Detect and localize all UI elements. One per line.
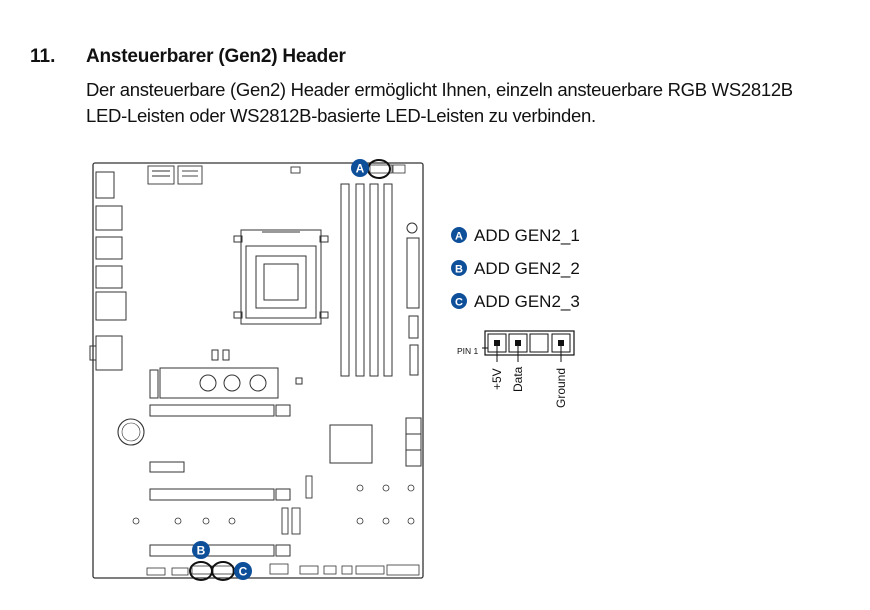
chipset	[329, 424, 373, 464]
small-header	[290, 166, 301, 174]
callout-c-letter: C	[239, 565, 248, 579]
pin1-label: PIN 1	[457, 346, 479, 356]
bottom-headers	[146, 563, 420, 576]
section-number: 11.	[30, 46, 56, 67]
mounting-holes	[132, 484, 415, 525]
round-header	[406, 222, 418, 234]
m2-slot	[149, 349, 303, 399]
legend-c-label: ADD GEN2_3	[474, 292, 580, 311]
pin-label-5v: +5V	[490, 368, 504, 390]
sata-ports	[405, 417, 422, 467]
usb-header	[408, 315, 419, 339]
legend-b: B ADD GEN2_2	[451, 259, 580, 278]
cmos-battery	[117, 418, 145, 446]
atx-power-connector	[406, 237, 420, 309]
board-outline	[92, 162, 424, 579]
callout-b-badge: B	[192, 541, 210, 559]
pin-3	[529, 333, 549, 353]
header-top-row	[369, 164, 406, 174]
m2-slot-2	[281, 507, 289, 535]
legend-c-letter: C	[455, 297, 463, 309]
callout-c-badge: C	[234, 562, 252, 580]
highlight-c	[211, 561, 235, 581]
pin-label-ground: Ground	[554, 368, 568, 408]
pcie-slots	[149, 404, 291, 557]
legend-b-label: ADD GEN2_2	[474, 259, 580, 278]
header-highlights	[189, 159, 391, 581]
callout-a-badge: A	[351, 159, 369, 177]
jumper	[305, 475, 313, 499]
highlight-b	[189, 561, 213, 581]
cpu-power-connector	[147, 165, 203, 185]
legend-c: C ADD GEN2_3	[451, 292, 580, 311]
pin-label-data: Data	[511, 366, 525, 392]
dimm-slots	[340, 183, 393, 377]
legend-a-letter: A	[455, 231, 463, 243]
callout-b-letter: B	[197, 544, 206, 558]
side-connector	[409, 344, 419, 376]
legend-b-letter: B	[455, 264, 463, 276]
rear-io-ports	[89, 171, 127, 371]
section-description: Der ansteuerbare (Gen2) Header ermöglich…	[86, 79, 793, 126]
legend-a: A ADD GEN2_1	[451, 226, 580, 245]
m2-slot-3	[291, 507, 301, 535]
pinout-diagram: PIN 1 +5V Data Ground	[457, 330, 575, 408]
callout-a-letter: A	[356, 162, 365, 176]
section-title: Ansteuerbarer (Gen2) Header	[86, 46, 346, 67]
legend-a-label: ADD GEN2_1	[474, 226, 580, 245]
cpu-socket	[233, 229, 329, 325]
